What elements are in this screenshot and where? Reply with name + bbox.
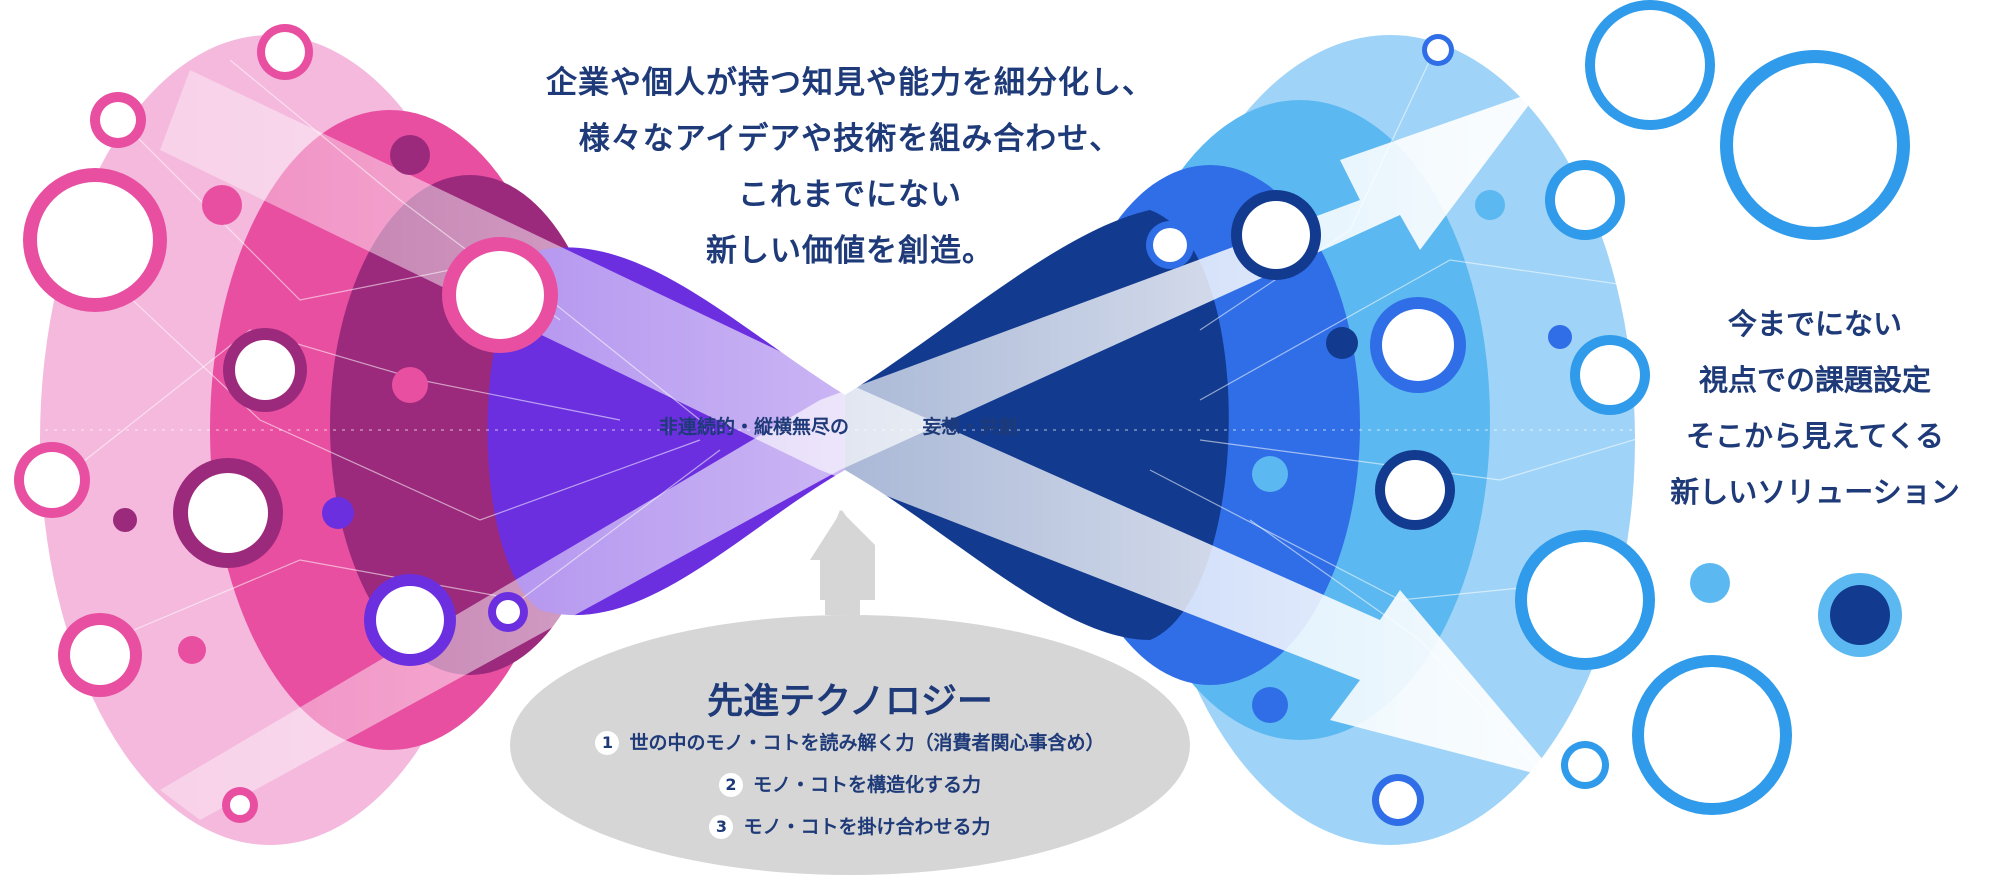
right-copy-line-1: 今までにない (1727, 307, 1902, 341)
technology-item-2: 2 モノ・コトを構造化する力 (510, 770, 1190, 797)
headline-line-1: 企業や個人が持つ知見や能力を細分化し、 (546, 65, 1154, 101)
up-arrow-head (810, 510, 875, 560)
right-copy: 今までにない 視点での課題設定 そこから見えてくる 新しいソリューション (1650, 296, 1980, 520)
technology-title: 先進テクノロジー (707, 681, 993, 722)
headline: 企業や個人が持つ知見や能力を細分化し、 様々なアイデアや技術を組み合わせ、 これ… (470, 55, 1230, 279)
right-icons (1146, 0, 1910, 826)
left-icons (14, 24, 558, 823)
technology-item-1: 1 世の中のモノ・コトを読み解く力（消費者関心事含め） (510, 728, 1190, 755)
technology-item-3: 3 モノ・コトを掛け合わせる力 (510, 812, 1190, 839)
arrow-bottomleft-to-topright (160, 90, 1540, 820)
right-copy-line-4: 新しいソリューション (1670, 475, 1960, 509)
headline-line-3: これまでにない (738, 177, 962, 213)
headline-line-4: 新しい価値を創造。 (706, 233, 994, 269)
right-copy-line-2: 視点での課題設定 (1698, 363, 1931, 397)
headline-line-2: 様々なアイデアや技術を組み合わせ、 (578, 121, 1122, 157)
right-copy-line-3: そこから見えてくる (1685, 419, 1945, 453)
number-badge-2: 2 (718, 773, 743, 797)
number-badge-3: 3 (709, 815, 734, 839)
technology-item-1-text: 世の中のモノ・コトを読み解く力（消費者関心事含め） (629, 732, 1105, 754)
technology-item-2-text: モノ・コトを構造化する力 (752, 774, 981, 796)
number-badge-1: 1 (595, 731, 620, 755)
center-label-right: 妄想・共創 (922, 416, 1018, 438)
technology-item-3-text: モノ・コトを掛け合わせる力 (743, 816, 991, 838)
center-label-left: 非連続的・縦横無尽の (658, 416, 849, 438)
technology-bubble (510, 615, 1190, 875)
